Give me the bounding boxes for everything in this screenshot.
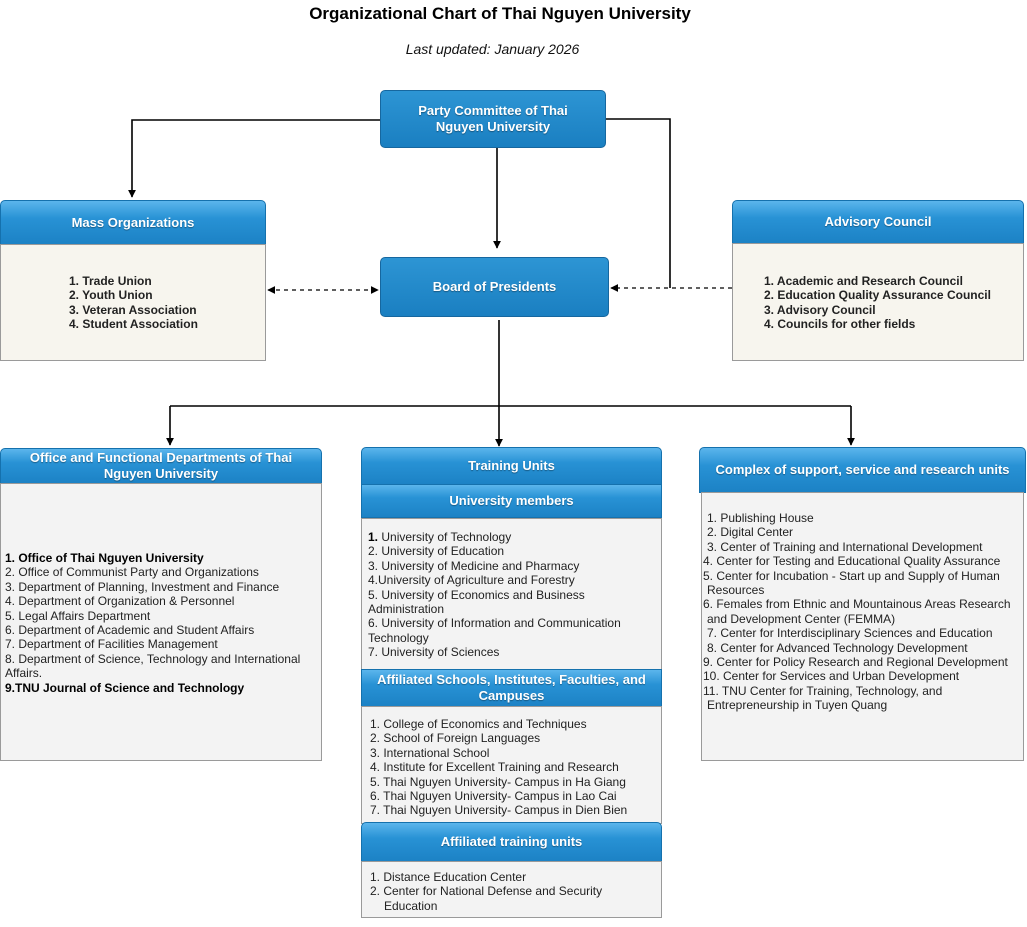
list-item: 11. TNU Center for Training, Technology,… <box>703 683 943 713</box>
affiliated-training-units-title: Affiliated training units <box>440 834 583 849</box>
university-members-panel: 1. University of Technology 2. Universit… <box>361 518 662 670</box>
board-label: Board of Presidents <box>432 279 557 294</box>
list-item: 2. Education Quality Assurance Council <box>764 288 991 303</box>
list-item: 5. Thai Nguyen University- Campus in Ha … <box>370 774 626 789</box>
office-departments-header: Office and Functional Departments of Tha… <box>0 448 322 484</box>
list-item: 4. Councils for other fields <box>764 317 916 332</box>
university-members-header: University members <box>361 484 662 518</box>
list-item: 7. Center for Interdisciplinary Sciences… <box>707 626 993 641</box>
list-item: 2. Center for National Defense and Secur… <box>370 884 603 913</box>
list-item: 2. School of Foreign Languages <box>370 731 541 746</box>
affiliated-training-units-panel: 1. Distance Education Center 2. Center f… <box>361 861 662 918</box>
training-units-header: Training Units <box>361 447 662 485</box>
list-item: 4. Center for Testing and Educational Qu… <box>703 554 1001 569</box>
list-item: 4.University of Agriculture and Forestry <box>368 573 575 588</box>
list-item: 1. Office of Thai Nguyen University <box>5 551 204 565</box>
office-departments-panel: 1. Office of Thai Nguyen University 2. O… <box>0 483 322 761</box>
affiliated-schools-panel: 1. College of Economics and Techniques 2… <box>361 706 662 824</box>
list-item: 7. Thai Nguyen University- Campus in Die… <box>370 803 628 818</box>
university-members-title: University members <box>449 493 574 508</box>
list-item: 10. Center for Services and Urban Develo… <box>703 669 960 684</box>
list-item: 7. University of Sciences <box>368 645 500 660</box>
list-item: 6. University of Information and Communi… <box>368 616 621 645</box>
list-item: 3. Center of Training and International … <box>707 539 983 554</box>
list-item: 9.TNU Journal of Science and Technology <box>5 680 245 695</box>
list-item: 3. University of Medicine and Pharmacy <box>368 558 580 573</box>
board-of-presidents-box: Board of Presidents <box>380 257 609 317</box>
complex-units-title: Complex of support, service and research… <box>715 462 1010 477</box>
list-item: 2. Youth Union <box>69 288 153 303</box>
party-committee-label: Party Committee of Thai Nguyen Universit… <box>418 103 568 134</box>
list-item: 4. Department of Organization & Personne… <box>5 594 235 609</box>
list-item: 1. College of Economics and Techniques <box>370 717 587 731</box>
list-item: 6. Females from Ethnic and Mountainous A… <box>703 597 1011 626</box>
list-item-text: University of Technology <box>381 530 512 544</box>
list-item: 6. Department of Academic and Student Af… <box>5 623 255 638</box>
chart-subtitle: Last updated: January 2026 <box>405 41 580 57</box>
advisory-council-title: Advisory Council <box>824 214 932 229</box>
office-departments-title: Office and Functional Departments of Tha… <box>29 450 293 481</box>
list-item: 1. Publishing House <box>707 511 814 525</box>
list-item: 2. Digital Center <box>707 525 794 540</box>
complex-units-panel: 1. Publishing House 2. Digital Center 3.… <box>701 492 1024 761</box>
list-item: 1. Trade Union <box>69 274 152 288</box>
mass-organizations-title: Mass Organizations <box>71 214 195 230</box>
list-item: 3. Department of Planning, Investment an… <box>5 579 280 594</box>
affiliated-schools-header: Affiliated Schools, Institutes, Facultie… <box>361 669 662 707</box>
party-committee-box: Party Committee of Thai Nguyen Universit… <box>380 90 606 148</box>
list-item: 6. Thai Nguyen University- Campus in Lao… <box>370 789 617 804</box>
list-item: 4. Institute for Excellent Training and … <box>370 760 619 775</box>
list-item: 9. Center for Policy Research and Region… <box>703 655 1008 670</box>
advisory-council-header: Advisory Council <box>732 200 1024 244</box>
list-item: 5. Center for Incubation - Start up and … <box>703 568 1000 598</box>
connector-party-right <box>606 118 671 288</box>
list-item: 1. Academic and Research Council <box>764 274 963 288</box>
list-item: 3. Advisory Council <box>764 302 876 317</box>
list-item: 1. Distance Education Center <box>370 870 527 884</box>
training-units-title: Training Units <box>468 458 555 473</box>
list-item: 2. Office of Communist Party and Organiz… <box>5 565 259 580</box>
connector-party-mass <box>128 119 380 198</box>
list-item: 2. University of Education <box>368 544 505 559</box>
list-item: 5. Legal Affairs Department <box>5 608 151 623</box>
list-item: 8. Center for Advanced Technology Develo… <box>707 640 968 655</box>
list-item: 7. Department of Facilities Management <box>5 637 218 652</box>
mass-organizations-panel: 1. Trade Union 2. Youth Union 3. Veteran… <box>0 244 266 361</box>
list-item: 3. International School <box>370 745 490 760</box>
chart-title: Organizational Chart of Thai Nguyen Univ… <box>309 4 691 23</box>
list-item: 1. University of Technology <box>368 530 512 544</box>
affiliated-training-units-header: Affiliated training units <box>361 822 662 862</box>
affiliated-schools-title: Affiliated Schools, Institutes, Facultie… <box>377 672 646 703</box>
advisory-council-panel: 1. Academic and Research Council 2. Educ… <box>732 243 1024 361</box>
list-item: 8. Department of Science, Technology and… <box>5 651 301 681</box>
list-item: 3. Veteran Association <box>69 302 197 317</box>
complex-units-header: Complex of support, service and research… <box>699 447 1026 493</box>
mass-organizations-header: Mass Organizations <box>0 200 266 245</box>
list-item: 5. University of Economics and Business … <box>368 587 585 617</box>
list-item: 4. Student Association <box>69 317 198 332</box>
